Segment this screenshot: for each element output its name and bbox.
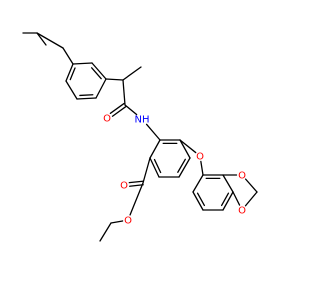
atom-label-amide-n: NH <box>135 115 150 126</box>
bond-amide-carbonyl-b <box>111 105 127 117</box>
bond-amide-aryl <box>145 123 161 141</box>
atom-label-ester-carbonyl-o: O <box>120 181 128 192</box>
bond-phenyl-2-a <box>91 62 107 80</box>
bond-amide-carbonyl-a <box>109 102 125 114</box>
bond-isobutyl-ring <box>62 47 74 65</box>
atom-label-ether-o: O <box>196 152 204 163</box>
bond-amide-cn <box>124 104 138 116</box>
bond-methylene-bottom <box>244 191 258 207</box>
bond-ether-dioxole <box>200 160 204 176</box>
atom-label-amide-o: O <box>103 114 111 125</box>
atom-label-dioxole-o-top: O <box>238 171 246 182</box>
bond-isobutyl-methyl-b <box>36 32 47 46</box>
atom-label-ester-o: O <box>124 216 132 227</box>
bond-dioxole-ring-6 <box>192 174 204 193</box>
bond-phenyl-3 <box>95 78 107 99</box>
bond-dioxole-ring-3-b <box>220 192 230 207</box>
bond-phenyl-4-b <box>79 94 94 97</box>
bond-benzoate-3-a <box>178 157 191 178</box>
bond-dioxole-o-bottom <box>232 191 241 206</box>
bond-ester-carbonyl-b <box>129 184 144 187</box>
bond-benzoate-6 <box>149 139 161 159</box>
bond-dioxole-ring-5-a <box>192 191 204 211</box>
bond-phenyl-2-b <box>91 67 102 80</box>
bond-benzoate-2 <box>179 139 191 159</box>
bond-ester-ethyl <box>110 220 124 224</box>
molecule-canvas: O NH O O O O O <box>22 32 258 242</box>
bond-methylene-top <box>244 178 258 193</box>
bond-alpha-methyl <box>122 66 142 81</box>
bond-dioxole-ring-2 <box>222 174 234 193</box>
bond-ester-carbonyl-a <box>128 180 144 184</box>
bond-isobutyl-methine <box>36 32 64 49</box>
bond-ring-ester <box>142 157 151 184</box>
bond-alpha-carbonyl <box>122 79 126 106</box>
bond-phenyl-4-a <box>76 97 97 100</box>
bond-ether-aryl <box>179 139 197 154</box>
atom-label-dioxole-o-bottom: O <box>238 206 246 217</box>
bond-benzoate-5-a <box>149 157 160 178</box>
bond-layer <box>22 32 258 242</box>
bond-ester-o <box>129 182 144 216</box>
bond-phenyl-5 <box>65 80 78 100</box>
atom-label-layer: O NH O O O O O <box>103 114 246 227</box>
bond-dioxole-ring-5-b <box>196 192 206 207</box>
bond-dioxole-ring-3-a <box>222 191 234 211</box>
structure-diagram: O NH O O O O O <box>22 32 258 242</box>
bond-phenyl-6-b <box>69 67 76 81</box>
bond-ethyl-methyl <box>99 222 112 242</box>
bond-phenyl-6-a <box>65 63 74 82</box>
bond-benzoate-5-b <box>153 158 162 174</box>
bond-benzoate-3-b <box>177 158 186 173</box>
bond-phenyl-1 <box>72 62 93 65</box>
bond-phenyl-alpha <box>105 78 124 81</box>
